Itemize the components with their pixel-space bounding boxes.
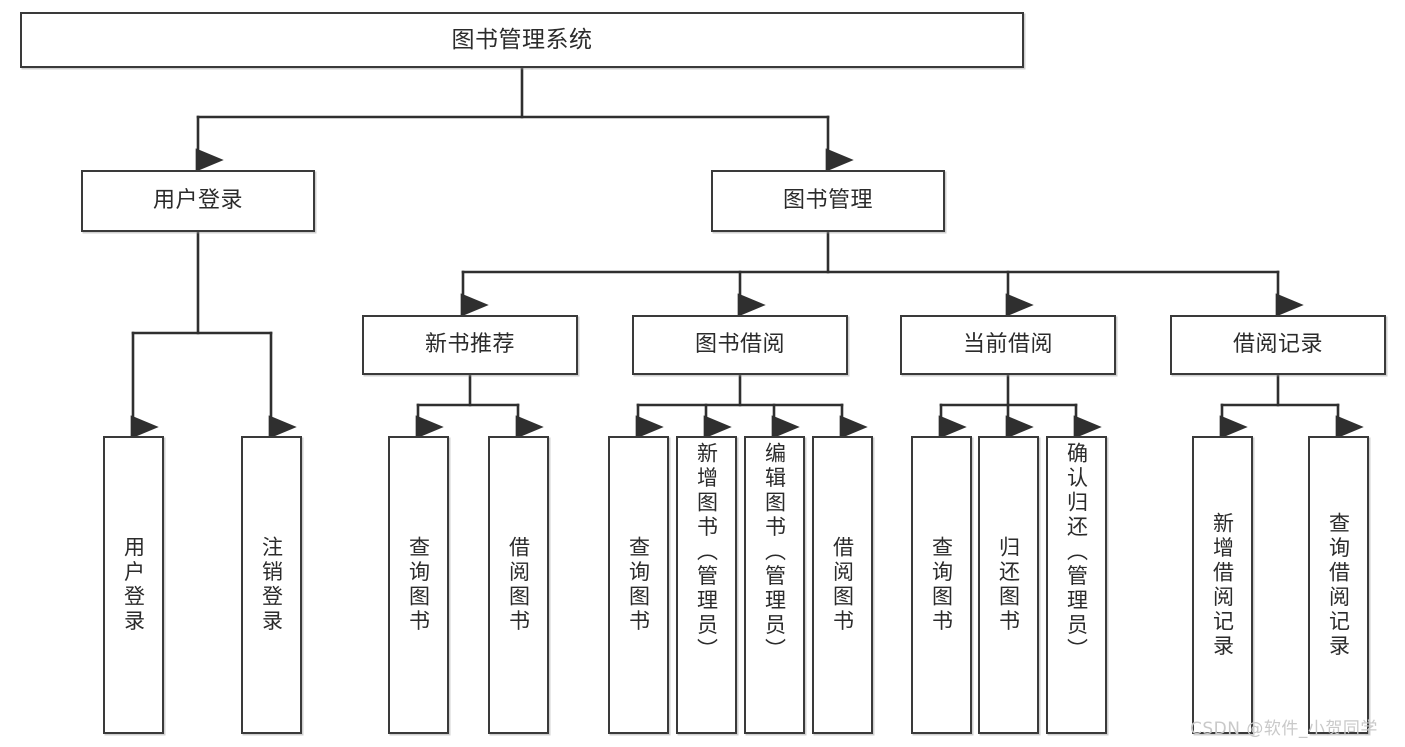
node-leaf-add-record[interactable]: 新增借阅记录 bbox=[1192, 436, 1253, 734]
node-leaf-user-login-label: 用户登录 bbox=[121, 536, 146, 634]
csdn-watermark: CSDN @软件_小贺同学 bbox=[1190, 719, 1378, 739]
node-root-label: 图书管理系统 bbox=[451, 26, 593, 53]
node-leaf-borrow-book-1-label: 借阅图书 bbox=[506, 536, 531, 634]
node-book-borrow-label: 图书借阅 bbox=[694, 332, 785, 358]
node-borrow-record[interactable]: 借阅记录 bbox=[1170, 315, 1386, 375]
node-leaf-add-book[interactable]: 新增图书（管理员） bbox=[676, 436, 737, 734]
node-leaf-query-book-2-label: 查询图书 bbox=[626, 536, 651, 634]
node-leaf-borrow-book-2-label: 借阅图书 bbox=[830, 536, 855, 634]
node-leaf-borrow-book-1[interactable]: 借阅图书 bbox=[488, 436, 549, 734]
node-root[interactable]: 图书管理系统 bbox=[20, 12, 1024, 68]
node-user-login[interactable]: 用户登录 bbox=[81, 170, 315, 232]
node-borrow-record-label: 借阅记录 bbox=[1232, 332, 1323, 358]
node-current-borrow[interactable]: 当前借阅 bbox=[900, 315, 1116, 375]
node-book-borrow[interactable]: 图书借阅 bbox=[632, 315, 848, 375]
node-leaf-add-book-label: 新增图书（管理员） bbox=[694, 442, 719, 663]
node-leaf-borrow-book-2[interactable]: 借阅图书 bbox=[812, 436, 873, 734]
node-leaf-return-book[interactable]: 归还图书 bbox=[978, 436, 1039, 734]
node-leaf-query-book-1-label: 查询图书 bbox=[406, 536, 431, 634]
node-leaf-query-record[interactable]: 查询借阅记录 bbox=[1308, 436, 1369, 734]
node-user-login-label: 用户登录 bbox=[152, 188, 243, 214]
node-leaf-query-book-2[interactable]: 查询图书 bbox=[608, 436, 669, 734]
node-leaf-add-record-label: 新增借阅记录 bbox=[1210, 511, 1235, 659]
node-leaf-query-book-3-label: 查询图书 bbox=[929, 536, 954, 634]
node-leaf-edit-book[interactable]: 编辑图书（管理员） bbox=[744, 436, 805, 734]
node-leaf-user-login[interactable]: 用户登录 bbox=[103, 436, 164, 734]
node-leaf-query-book-3[interactable]: 查询图书 bbox=[911, 436, 972, 734]
node-leaf-confirm-return-label: 确认归还（管理员） bbox=[1064, 442, 1089, 663]
node-leaf-logout[interactable]: 注销登录 bbox=[241, 436, 302, 734]
node-leaf-query-book-1[interactable]: 查询图书 bbox=[388, 436, 449, 734]
node-leaf-logout-label: 注销登录 bbox=[259, 536, 284, 634]
node-new-book-recommend-label: 新书推荐 bbox=[424, 332, 515, 358]
node-leaf-return-book-label: 归还图书 bbox=[996, 536, 1021, 634]
node-book-management[interactable]: 图书管理 bbox=[711, 170, 945, 232]
node-leaf-query-record-label: 查询借阅记录 bbox=[1326, 511, 1351, 659]
node-book-management-label: 图书管理 bbox=[782, 188, 873, 214]
node-leaf-edit-book-label: 编辑图书（管理员） bbox=[762, 442, 787, 663]
node-leaf-confirm-return[interactable]: 确认归还（管理员） bbox=[1046, 436, 1107, 734]
node-current-borrow-label: 当前借阅 bbox=[962, 332, 1053, 358]
node-new-book-recommend[interactable]: 新书推荐 bbox=[362, 315, 578, 375]
